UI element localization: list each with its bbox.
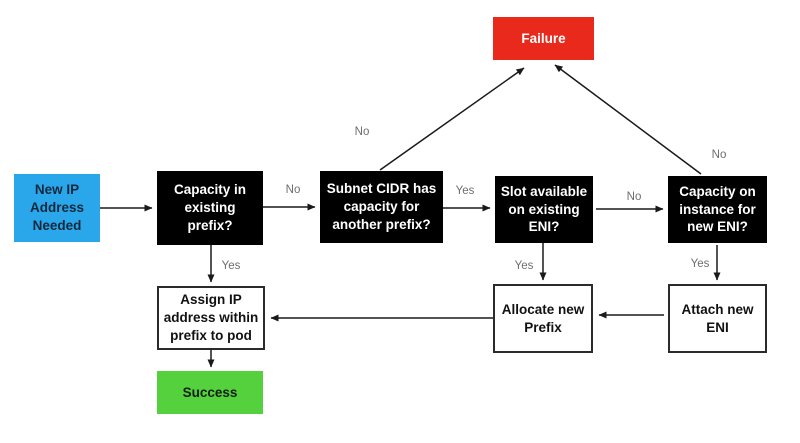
node-capacity-existing-prefix: Capacity in existing prefix? xyxy=(157,171,263,245)
edge-label-instance-capacity-no: No xyxy=(711,149,727,161)
node-capacity-instance-new-eni: Capacity on instance for new ENI? xyxy=(668,176,767,243)
edge-instance-capacity-no-to-failure xyxy=(554,64,702,175)
node-slot-available-eni: Slot available on existing ENI? xyxy=(495,176,593,243)
edge-label-subnet-cidr-no: No xyxy=(354,126,370,138)
edge-label-prefix-capacity-no: No xyxy=(285,184,301,196)
edge-label-subnet-cidr-yes: Yes xyxy=(455,185,475,197)
edge-label-slot-eni-no: No xyxy=(626,191,642,203)
edge-label-prefix-capacity-yes: Yes xyxy=(221,260,241,272)
edge-label-instance-capacity-yes: Yes xyxy=(690,258,710,270)
node-failure: Failure xyxy=(493,17,594,60)
node-assign-ip-to-pod: Assign IP address within prefix to pod xyxy=(157,286,265,350)
node-subnet-cidr-capacity: Subnet CIDR has capacity for another pre… xyxy=(320,171,443,243)
edge-label-slot-eni-yes: Yes xyxy=(514,260,534,272)
node-attach-new-eni: Attach new ENI xyxy=(668,284,767,353)
node-success: Success xyxy=(157,371,263,414)
edge-subnet-cidr-no-to-failure xyxy=(379,67,525,171)
node-allocate-new-prefix: Allocate new Prefix xyxy=(493,284,593,353)
node-new-ip-needed: New IP Address Needed xyxy=(14,174,100,242)
